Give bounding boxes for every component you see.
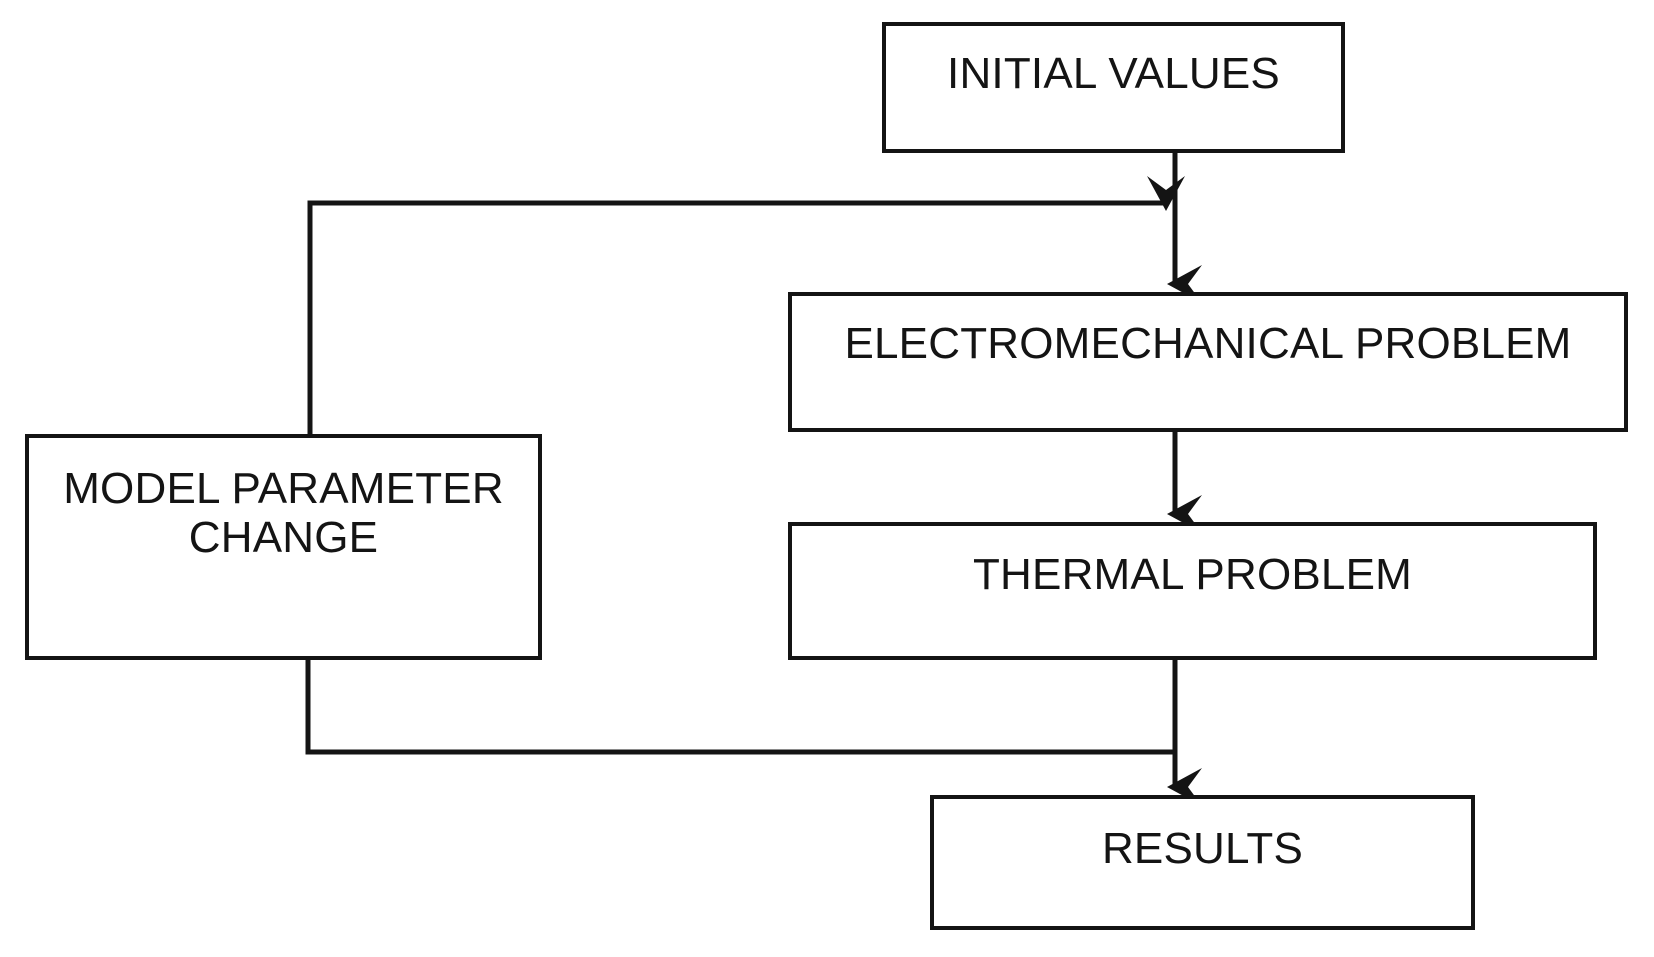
node-model-parameter-change-label: MODEL PARAMETER CHANGE — [63, 463, 504, 562]
node-model-parameter-change[interactable]: MODEL PARAMETER CHANGE — [25, 434, 542, 660]
node-thermal-problem-label: THERMAL PROBLEM — [972, 550, 1412, 600]
node-results[interactable]: RESULTS — [930, 795, 1475, 930]
node-electromechanical-problem[interactable]: ELECTROMECHANICAL PROBLEM — [788, 292, 1628, 432]
edge-model-parameter-to-loop — [307, 176, 1186, 434]
edge-thermal-to-model-parameter — [281, 620, 1175, 755]
node-initial-values-label: INITIAL VALUES — [947, 48, 1280, 98]
node-thermal-problem[interactable]: THERMAL PROBLEM — [788, 522, 1597, 660]
node-initial-values[interactable]: INITIAL VALUES — [882, 22, 1345, 153]
node-results-label: RESULTS — [1101, 823, 1304, 873]
node-electromechanical-problem-label: ELECTROMECHANICAL PROBLEM — [844, 319, 1572, 369]
